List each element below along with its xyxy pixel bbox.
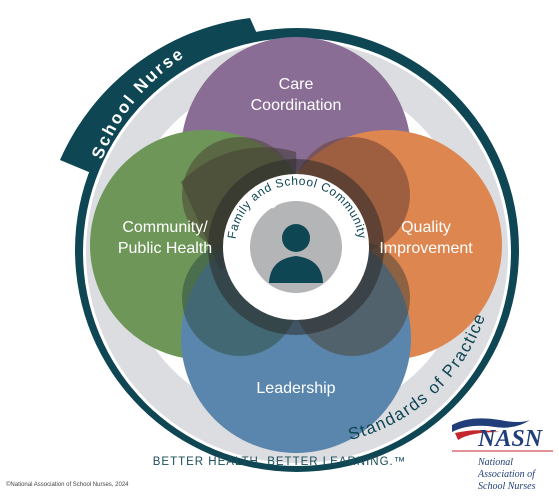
quality-improvement-label-line2: Improvement — [379, 240, 473, 257]
tagline: BETTER HEALTH. BETTER LEARNING.™ — [152, 456, 407, 468]
copyright-notice: ©National Association of School Nurses, … — [6, 482, 129, 488]
care-coordination-label-line1: Care — [279, 76, 314, 93]
care-coordination-label-line2: Coordination — [251, 97, 342, 114]
quality-improvement-label-line1: Quality — [401, 219, 451, 236]
community-health-label-line2: Public Health — [118, 240, 212, 257]
nasn-line1: National — [477, 457, 513, 468]
student-person-icon — [269, 224, 323, 283]
nasn-swoosh-red-icon — [455, 430, 500, 440]
nasn-line3: School Nurses — [478, 481, 536, 492]
leadership-label: Leadership — [256, 380, 335, 397]
students-label: Students — [265, 188, 329, 212]
community-health-label-line1: Community/ — [122, 219, 208, 236]
nasn-line2: Association of — [477, 469, 536, 480]
nasn-logo: NASN National Association of School Nurs… — [452, 418, 553, 492]
nasn-swoosh-icon — [452, 418, 530, 432]
nasn-acronym: NASN — [477, 426, 544, 452]
